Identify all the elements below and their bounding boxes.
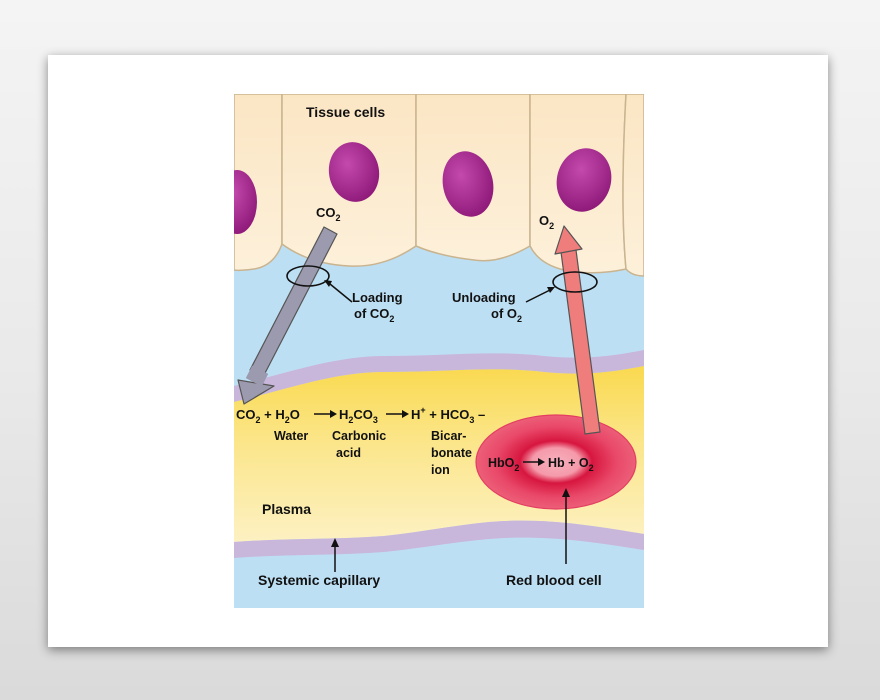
cell-nuclei	[234, 142, 612, 234]
loading-label: Loading	[352, 290, 403, 305]
loading-label-line2: of CO2	[354, 306, 394, 324]
red-blood-cell-label: Red blood cell	[506, 572, 602, 588]
carbonic-label: Carbonic	[332, 429, 386, 443]
gas-exchange-figure: Tissue cells CO2 O2 Loading of CO2 Unloa…	[234, 94, 644, 608]
capillary-wall-top	[234, 350, 644, 402]
hb-o2-label: Hb + O2	[548, 456, 594, 473]
o2-unloading-arrow	[554, 225, 601, 435]
unloading-label: Unloading	[452, 290, 516, 305]
co2-loading-arrow	[237, 226, 338, 405]
equation-left: CO2 + H2O	[236, 407, 300, 425]
equation-arrows	[314, 410, 545, 466]
cell-nucleus	[442, 151, 494, 217]
water-label: Water	[274, 429, 308, 443]
gas-exchange-diagram: Tissue cells CO2 O2 Loading of CO2 Unloa…	[234, 94, 644, 608]
tissue-cells-label: Tissue cells	[306, 104, 385, 120]
equation-products: H+ + HCO3 –	[411, 405, 485, 425]
co2-top-label: CO2	[316, 205, 341, 223]
systemic-capillary-label: Systemic capillary	[258, 572, 380, 588]
tissue-cell	[622, 94, 644, 277]
bicar-label: Bicar-	[431, 429, 466, 443]
cell-nucleus	[328, 142, 380, 202]
pointer-lines	[324, 280, 570, 572]
ion-label: ion	[431, 463, 450, 477]
bonate-label: bonate	[431, 446, 472, 460]
red-blood-cell	[475, 414, 637, 510]
acid-label: acid	[336, 446, 361, 460]
equation-carbonic-acid: H2CO3	[339, 407, 378, 425]
plasma-label: Plasma	[262, 501, 311, 517]
unloading-label-line2: of O2	[491, 306, 522, 324]
hbo2-label: HbO2	[488, 456, 519, 473]
o2-top-label: O2	[539, 213, 554, 231]
cell-nucleus	[556, 148, 612, 212]
cell-nucleus	[234, 170, 257, 234]
capillary-wall-bottom	[234, 520, 644, 558]
loading-ring	[286, 265, 330, 287]
unloading-ring	[552, 271, 598, 293]
